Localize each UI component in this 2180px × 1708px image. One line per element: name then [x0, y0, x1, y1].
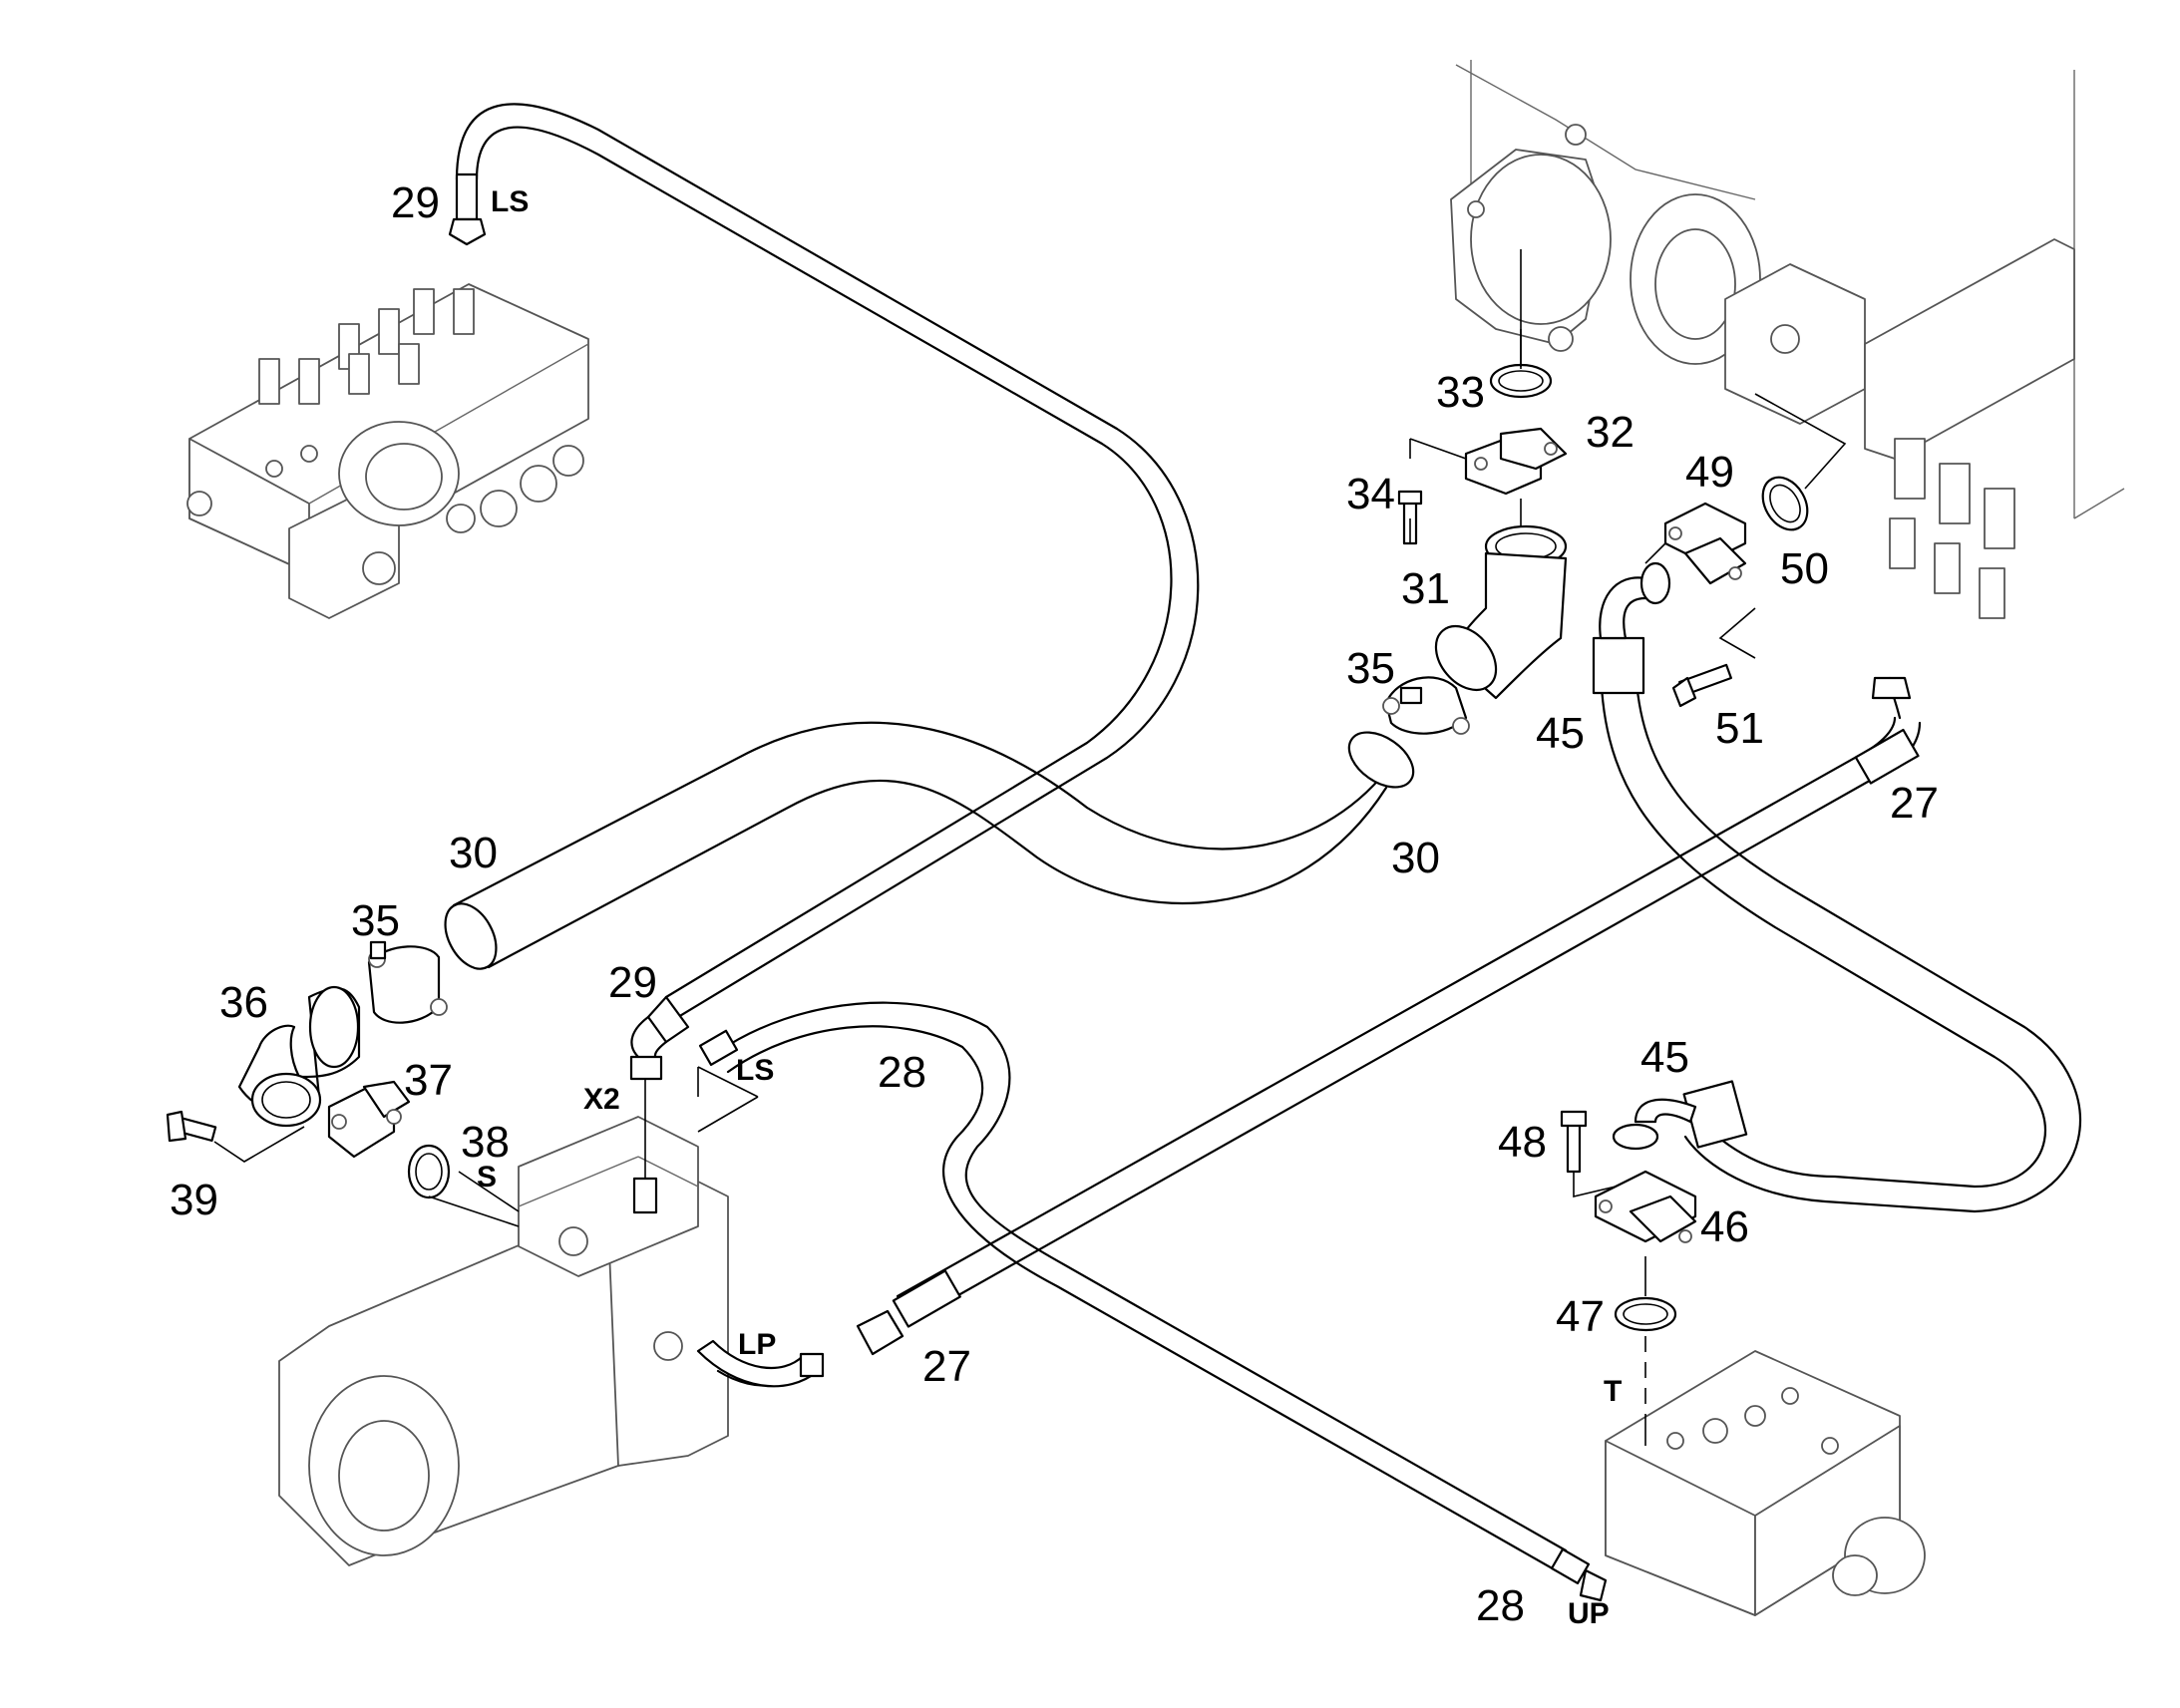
callout-30-center: 30: [1391, 834, 1440, 882]
callout-51: 51: [1715, 704, 1764, 753]
suction-fittings-left: [166, 940, 520, 1227]
callout-30-left: 30: [449, 829, 498, 877]
hose-27-lp: [696, 676, 1922, 1388]
port-label-up: UP: [1568, 1597, 1610, 1630]
callout-46: 46: [1700, 1202, 1749, 1251]
suction-fittings-top: [1382, 329, 1568, 735]
callout-29-mid: 29: [608, 958, 657, 1007]
callout-31: 31: [1401, 564, 1450, 613]
hose-29-ls: [448, 103, 1200, 1214]
main-pump-left: [278, 1116, 729, 1566]
port-labels: LS LS X2 S LP T UP: [477, 185, 1622, 1630]
pump-assembly-top-right: [1450, 60, 2125, 619]
callout-32: 32: [1586, 408, 1635, 457]
callout-39: 39: [170, 1176, 218, 1224]
port-label-s: S: [477, 1161, 497, 1194]
hose-30-suction: [444, 721, 1415, 970]
callout-33: 33: [1436, 368, 1485, 417]
control-valve-bottom-right: [1605, 1350, 1926, 1616]
return-fittings-bottom: [1560, 1110, 1697, 1426]
callout-27-right: 27: [1890, 779, 1939, 828]
port-label-x2: X2: [583, 1083, 620, 1116]
port-label-t: T: [1604, 1375, 1622, 1408]
callout-28-mid: 28: [878, 1048, 926, 1097]
port-label-ls-mid: LS: [736, 1054, 774, 1087]
hose-45-return: [1592, 561, 2082, 1213]
callout-35-left: 35: [351, 896, 400, 945]
callout-36: 36: [219, 978, 268, 1027]
callout-47: 47: [1556, 1292, 1605, 1341]
port-label-ls-top: LS: [491, 185, 529, 218]
port-label-lp: LP: [738, 1328, 776, 1361]
callout-45-left: 45: [1536, 709, 1585, 758]
callout-48: 48: [1498, 1118, 1547, 1167]
callout-34: 34: [1346, 470, 1395, 518]
callout-50: 50: [1780, 544, 1829, 593]
hose-28-ls: [698, 1001, 1608, 1602]
valve-block-top-left: [186, 283, 589, 619]
callout-49: 49: [1685, 448, 1734, 497]
callout-45-bottom: 45: [1640, 1033, 1689, 1082]
callout-35-top: 35: [1346, 644, 1395, 693]
leader-lines: [458, 249, 1646, 1446]
callout-37: 37: [404, 1056, 453, 1105]
callout-38: 38: [461, 1118, 510, 1167]
return-fittings-right: [1644, 393, 1847, 708]
callout-29-top: 29: [391, 178, 440, 227]
callout-28-bottom: 28: [1476, 1581, 1525, 1630]
callout-labels: 29 29 30 30 31 32 33 34 35 35 36 37 38 3…: [170, 178, 1939, 1630]
callout-27-bottom: 27: [922, 1342, 971, 1391]
